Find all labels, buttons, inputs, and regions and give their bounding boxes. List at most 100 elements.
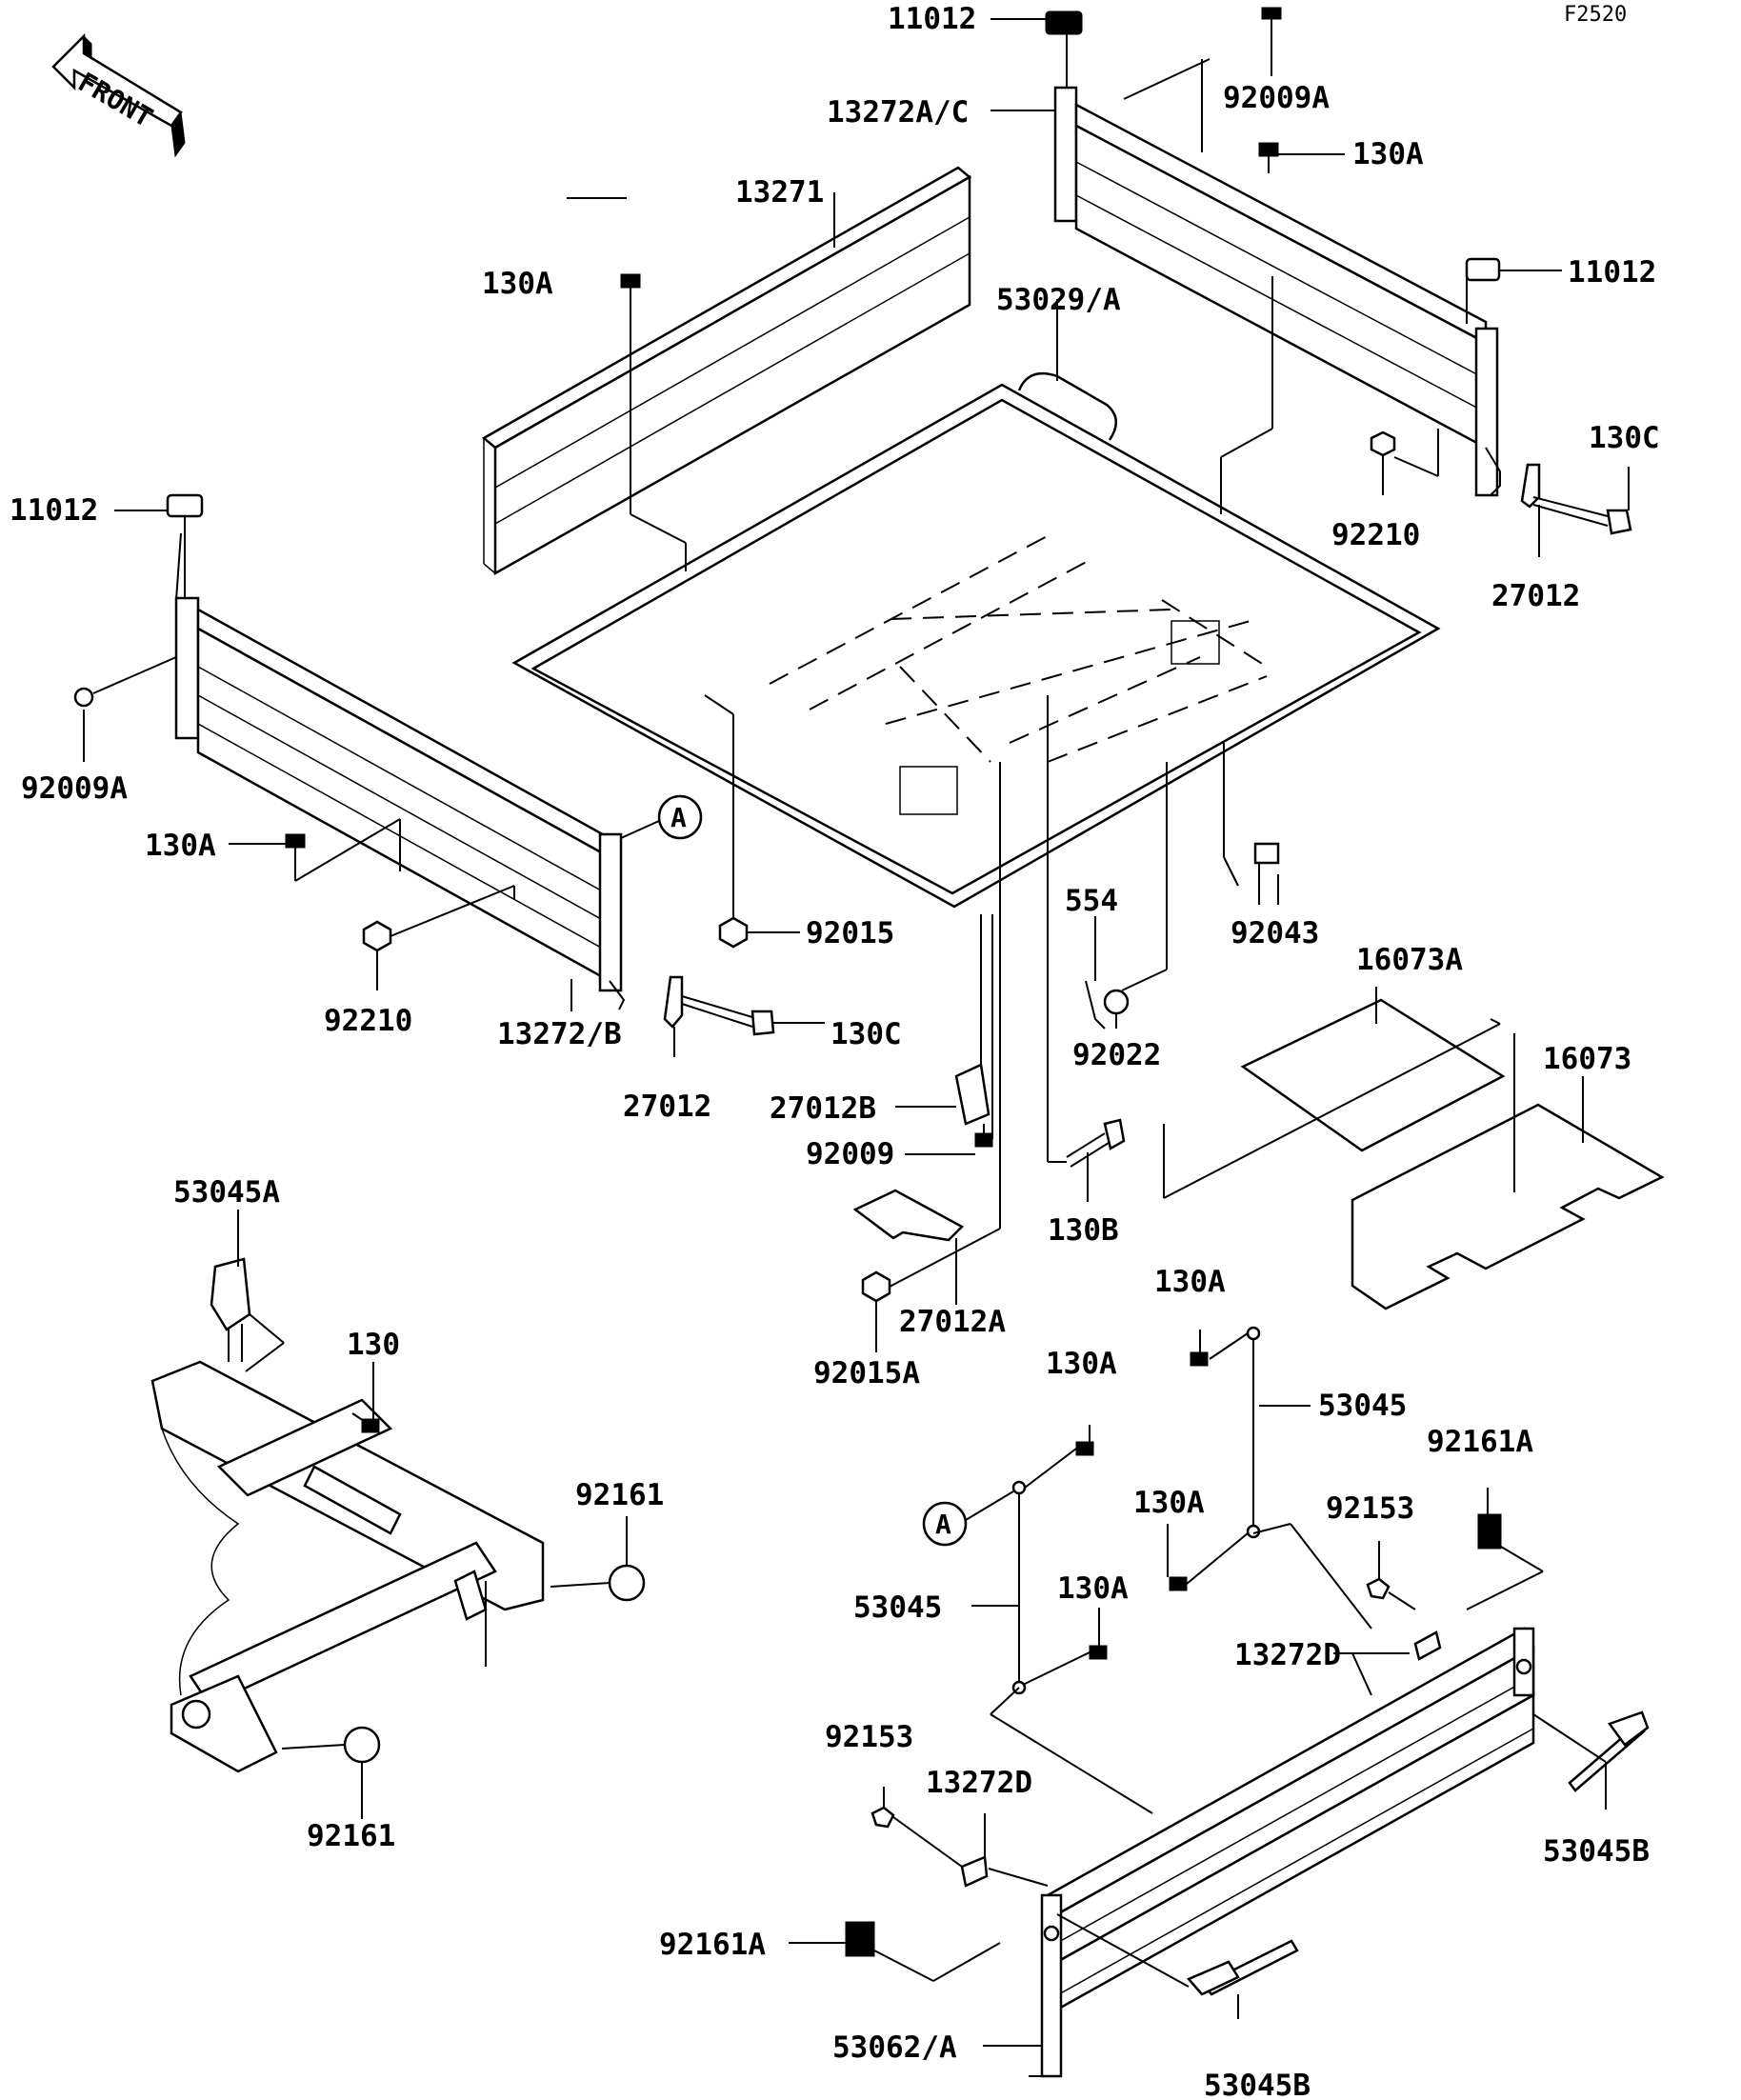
part-label: 11012 [10,493,98,528]
nut-icon [861,1270,891,1303]
pin-icon [1085,980,1106,1030]
part-label: 13272D [926,1766,1032,1800]
reference-a-marker: A [922,1490,1014,1547]
mat-16073 [1351,1103,1665,1310]
part-label: 92009A [21,771,128,806]
bolt-icon [681,995,775,1036]
part-label: 13272D [1234,1638,1341,1672]
bracket-icon [954,1063,991,1126]
bolt-icon [1532,496,1632,535]
nut-icon [718,916,749,949]
bolt-icon [1089,1645,1108,1660]
cap-icon [343,1726,381,1764]
nut-icon [1370,430,1396,457]
part-label: 130B [1048,1213,1119,1248]
part-label: 16073A [1356,943,1463,977]
hook-icon [210,1257,251,1362]
part-label: 92153 [1326,1491,1414,1526]
latch-icon [1520,463,1541,509]
bracket-icon [960,1855,989,1888]
bolt-icon [1253,842,1280,905]
part-label: 53045B [1204,2069,1311,2100]
left-side-rail [174,596,626,1010]
part-label: 92022 [1072,1038,1161,1072]
part-label: 16073 [1543,1042,1631,1076]
cap-icon [1465,257,1501,282]
part-label: 92015 [806,916,894,950]
part-label: 53029/A [996,283,1121,317]
part-label: 53045 [853,1590,942,1625]
nut-icon [362,920,392,952]
front-panel [481,166,972,576]
part-label: 53062/A [832,2030,957,2065]
bolt-icon [351,1412,380,1433]
part-label: 11012 [1568,255,1656,290]
part-label: 92161A [1427,1425,1533,1459]
cap-icon [608,1564,646,1602]
part-label: 92009 [806,1137,894,1171]
bolt-icon [620,273,641,303]
part-label: 130A [1133,1486,1205,1520]
part-label: 92161 [307,1819,395,1853]
part-label: 92043 [1231,916,1319,950]
screw-icon [1366,1577,1391,1600]
part-label: 92153 [825,1720,913,1754]
part-label: 27012 [623,1090,711,1124]
right-side-rail [1053,86,1501,497]
bolt-icon [1261,7,1282,33]
bolt-icon [974,1124,993,1148]
part-label: 130A [145,829,216,863]
part-label: 53045A [173,1175,280,1210]
hook-icon [1568,1710,1650,1792]
part-label: 92015A [813,1356,920,1390]
mat-16073a [1240,998,1506,1152]
part-label: 130C [830,1017,902,1051]
cap-icon [166,493,204,518]
part-label: 13272/B [497,1017,622,1051]
block-icon [845,1921,875,1957]
block-icon [1477,1513,1502,1550]
chassis-frame [150,1360,545,1773]
part-label: 13271 [735,175,824,210]
part-label: 92009A [1223,81,1330,115]
part-label: 92210 [324,1004,412,1038]
bracket-icon [1413,1630,1442,1661]
part-label: 92161A [659,1928,766,1962]
reference-a-marker: A [620,794,703,840]
front-arrow-icon: FRONT [51,32,186,158]
bolt-icon [1066,1118,1126,1168]
part-label: 27012 [1491,579,1580,613]
stay-cable-upper [1246,1326,1261,1539]
part-label: 130A [1352,137,1424,171]
part-label: 53045 [1318,1389,1407,1423]
part-label: 130A [1057,1571,1129,1606]
hook-icon [1186,1939,1299,1996]
part-label: 130 [347,1328,400,1362]
bolt-icon [1258,142,1279,173]
part-label: 92210 [1331,518,1420,552]
cargo-bed [511,371,1441,909]
bolt-icon [1075,1441,1094,1456]
part-label: 130A [1046,1347,1117,1381]
part-label: 92161 [575,1478,664,1512]
part-label: 27012B [770,1091,876,1126]
part-label: 53045B [1543,1834,1650,1869]
part-label: 130A [1154,1265,1226,1299]
bolt-icon [73,687,94,708]
screw-icon [870,1806,895,1829]
plate-icon [852,1189,965,1242]
cap-icon [1045,10,1083,35]
stay-cable-lower [1011,1480,1027,1695]
diagram-code: F2520 [1564,3,1627,27]
bolt-icon [1169,1576,1188,1591]
tailgate [1029,1627,1535,2078]
reference-a-label: A [935,1509,951,1540]
part-labels: 11012 13272A/C 92009A 130A 11012 13271 1… [10,2,1660,2100]
part-label: 27012A [899,1305,1006,1339]
washer-icon [1103,989,1130,1015]
part-label: 554 [1065,884,1118,918]
part-label: 130A [482,267,553,301]
part-label: 130C [1589,421,1660,455]
bolt-icon [1190,1351,1209,1367]
